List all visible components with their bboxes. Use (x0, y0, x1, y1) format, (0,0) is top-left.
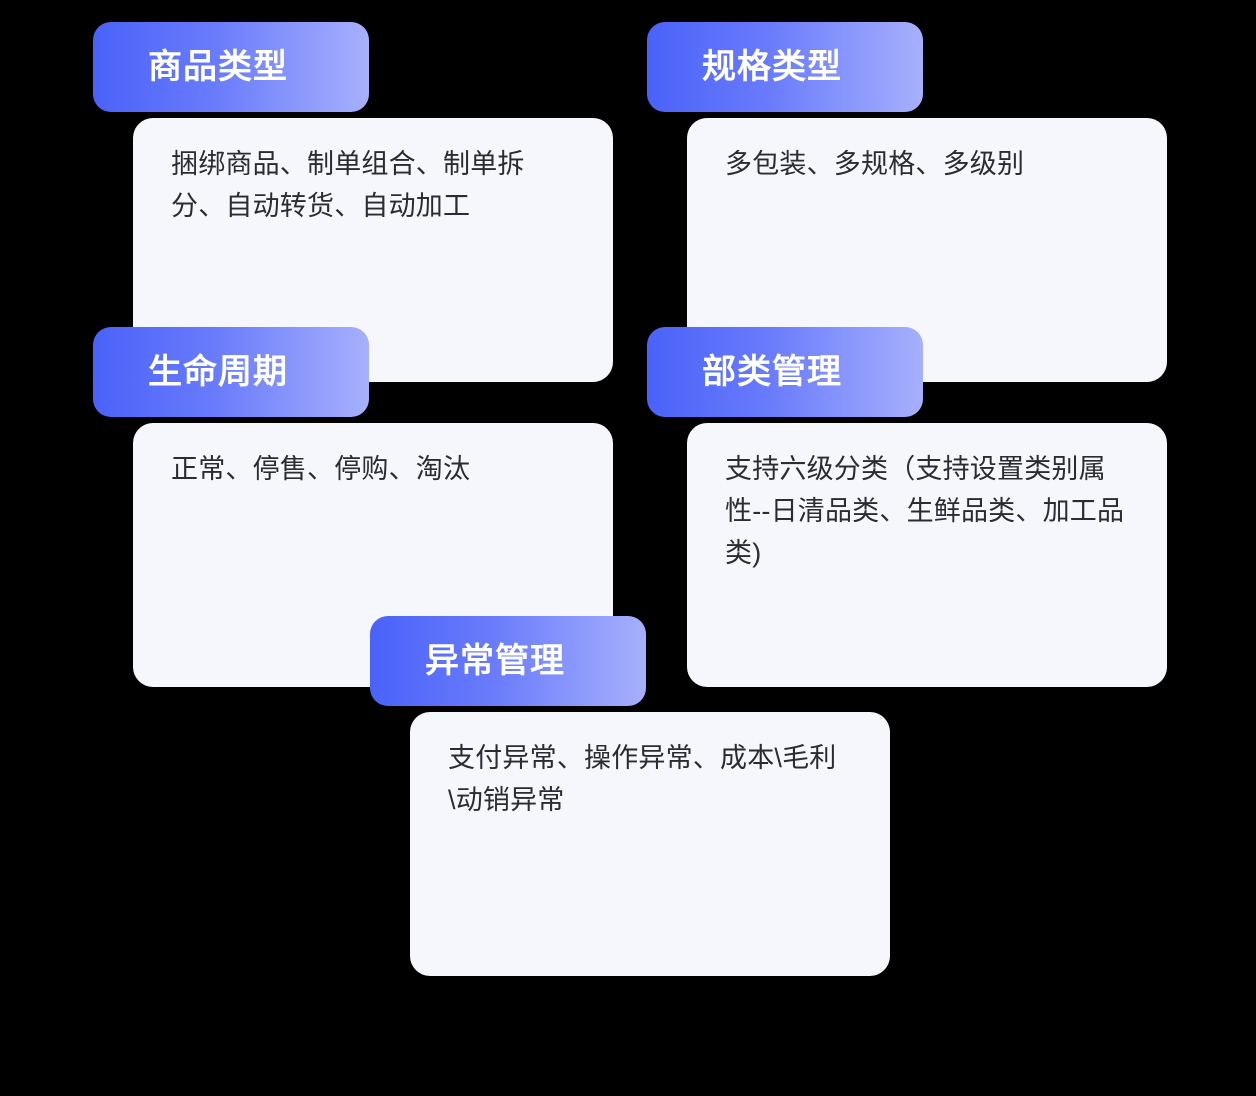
card-description: 支付异常、操作异常、成本\毛利\动销异常 (448, 743, 837, 815)
card-title: 规格类型 (702, 48, 842, 86)
card-title: 异常管理 (425, 642, 565, 680)
card-body: 支持六级分类（支持设置类别属性--日清品类、生鲜品类、加工品类) (687, 423, 1167, 687)
card-title: 生命周期 (148, 353, 288, 391)
card-description: 多包装、多规格、多级别 (725, 149, 1025, 179)
feature-card-category-management: 支持六级分类（支持设置类别属性--日清品类、生鲜品类、加工品类) 部类管理 (647, 327, 1167, 687)
card-badge: 生命周期 (93, 327, 369, 417)
feature-card-exception-management: 支付异常、操作异常、成本\毛利\动销异常 异常管理 (370, 616, 890, 976)
card-description: 捆绑商品、制单组合、制单拆分、自动转货、自动加工 (171, 149, 525, 221)
card-title: 部类管理 (702, 353, 842, 391)
card-badge: 部类管理 (647, 327, 923, 417)
card-badge: 异常管理 (370, 616, 646, 706)
card-description: 正常、停售、停购、淘汰 (171, 454, 471, 484)
feature-card-spec-type: 多包装、多规格、多级别 规格类型 (647, 22, 1167, 382)
card-body: 支付异常、操作异常、成本\毛利\动销异常 (410, 712, 890, 976)
card-badge: 规格类型 (647, 22, 923, 112)
card-description: 支持六级分类（支持设置类别属性--日清品类、生鲜品类、加工品类) (725, 454, 1125, 568)
card-badge: 商品类型 (93, 22, 369, 112)
card-title: 商品类型 (148, 48, 288, 86)
